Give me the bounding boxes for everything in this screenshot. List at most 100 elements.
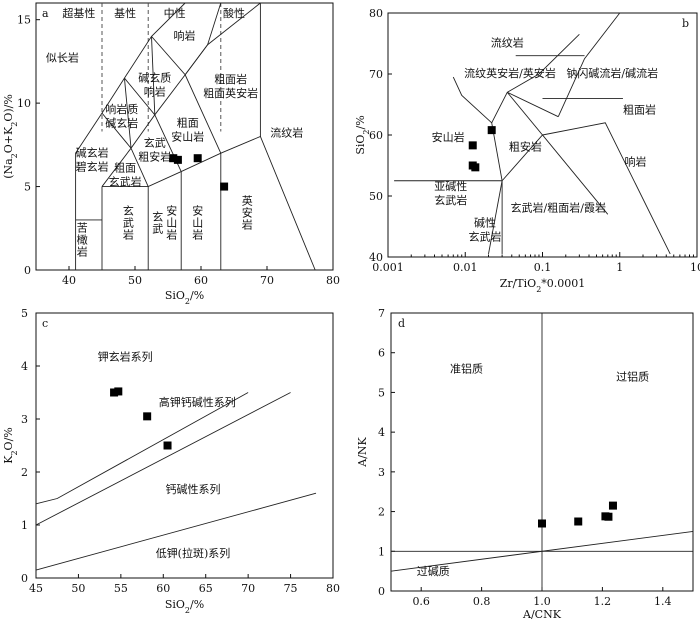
field-label-2: 钠闪碱流岩/碱流岩 bbox=[566, 66, 658, 80]
field-label-7: 玄武粗安岩 bbox=[138, 136, 171, 164]
field-label-3: 低钾(拉斑)系列 bbox=[156, 546, 231, 560]
vertical-field-part-text: 玄武 bbox=[152, 210, 163, 236]
y-tick-label: 0 bbox=[24, 264, 31, 277]
field-label-5: 粗安岩 bbox=[509, 139, 542, 153]
sample-point bbox=[604, 512, 613, 521]
vertical-field-3: 安山岩 bbox=[192, 204, 203, 242]
field-boundary bbox=[102, 135, 316, 271]
field-label-1: 高钾钙碱性系列 bbox=[159, 395, 236, 409]
sample-point bbox=[114, 387, 123, 396]
field-label-1: 响岩 bbox=[174, 29, 196, 43]
x-tick-label: 0.6 bbox=[412, 595, 430, 608]
field-label-0: 钾玄岩系列 bbox=[98, 350, 153, 364]
x-axis-label: SiO2/% bbox=[165, 289, 204, 306]
y-tick-label: 4 bbox=[378, 426, 385, 439]
field-label-9: 玄武岩/粗面岩/霞岩 bbox=[511, 200, 606, 214]
field-boundary bbox=[207, 2, 261, 46]
field-label-4: 安山岩 bbox=[432, 130, 465, 144]
field-label-8: 粗面玄武岩 bbox=[109, 162, 142, 189]
sample-point bbox=[220, 182, 229, 191]
vertical-field-1-text: 玄武岩 bbox=[123, 204, 134, 242]
sample-point bbox=[163, 441, 172, 450]
y-tick-label: 50 bbox=[369, 190, 383, 203]
field-boundary bbox=[123, 78, 132, 149]
x-tick-label: 0.8 bbox=[473, 595, 491, 608]
x-tick-label: 75 bbox=[284, 582, 298, 595]
y-tick-label: 7 bbox=[378, 307, 385, 320]
sample-point bbox=[608, 501, 617, 510]
x-tick-label: 40 bbox=[62, 274, 76, 287]
field-boundary bbox=[491, 34, 580, 124]
series-boundary bbox=[35, 392, 291, 526]
field-label-6: 响岩 bbox=[625, 155, 647, 169]
field-boundary bbox=[101, 2, 222, 187]
field-boundary bbox=[452, 76, 503, 181]
x-axis-label: A/CNK bbox=[522, 608, 562, 619]
x-tick-label: 60 bbox=[194, 274, 208, 287]
vertical-field-4-text: 英安岩 bbox=[242, 194, 253, 232]
field-label-0: 似长岩 bbox=[46, 50, 79, 64]
panel-b-zr-tio2-diagram: 0.0010.010.11104050607080Zr/TiO2*0.0001S… bbox=[354, 7, 700, 294]
y-tick-label: 70 bbox=[369, 68, 383, 81]
y-tick-label: 4 bbox=[21, 360, 28, 373]
y-tick-label: 5 bbox=[21, 307, 28, 320]
field-label-0: 准铝质 bbox=[450, 362, 483, 376]
panel-letter: a bbox=[42, 7, 49, 20]
x-axis-label: Zr/TiO2*0.0001 bbox=[500, 277, 586, 294]
y-axis-label: A/NK bbox=[356, 436, 369, 467]
x-tick-label: 50 bbox=[71, 582, 85, 595]
panel-letter: d bbox=[398, 317, 405, 330]
y-tick-label: 40 bbox=[369, 251, 383, 264]
field-label-0: 流纹岩 bbox=[491, 36, 524, 50]
field-boundary bbox=[488, 180, 503, 255]
x-tick-label: 1 bbox=[616, 261, 623, 274]
sample-point bbox=[169, 154, 178, 163]
y-tick-label: 10 bbox=[17, 97, 31, 110]
vertical-field-part-text: 安山岩 bbox=[166, 204, 177, 242]
x-axis-label: SiO2/% bbox=[165, 598, 204, 615]
field-label-5: 粗面安山岩 bbox=[171, 116, 204, 143]
sample-point bbox=[538, 519, 546, 528]
y-tick-label: 0 bbox=[21, 572, 28, 585]
field-label-8: 碱性玄武岩 bbox=[468, 216, 501, 244]
panel-letter: b bbox=[682, 17, 689, 30]
sample-point bbox=[574, 517, 583, 526]
field-label-1: 过铝质 bbox=[616, 370, 649, 384]
field-label-7: 亚碱性玄武岩 bbox=[434, 179, 467, 207]
field-boundary bbox=[557, 12, 621, 117]
sample-point bbox=[471, 163, 480, 172]
top-label-0: 超基性 bbox=[62, 6, 95, 20]
vertical-field-3-text: 安山岩 bbox=[192, 204, 203, 242]
y-tick-label: 15 bbox=[17, 14, 31, 27]
x-tick-label: 1.0 bbox=[533, 595, 551, 608]
top-label-3: 酸性 bbox=[223, 6, 245, 20]
x-tick-label: 70 bbox=[260, 274, 274, 287]
vertical-field-4: 英安岩 bbox=[242, 194, 253, 232]
x-tick-label: 0.1 bbox=[534, 261, 552, 274]
x-tick-label: 0.01 bbox=[453, 261, 478, 274]
field-label-3: 粗面岩 bbox=[623, 103, 656, 117]
y-tick-label: 60 bbox=[369, 129, 383, 142]
x-tick-label: 65 bbox=[199, 582, 213, 595]
field-boundary bbox=[75, 2, 186, 270]
plot-frame bbox=[35, 312, 334, 579]
field-label-6: 碱玄岩碧玄岩 bbox=[76, 146, 109, 174]
y-axis-label: SiO2/% bbox=[354, 115, 371, 154]
plot-frame bbox=[35, 2, 334, 271]
y-axis-label: (Na2O+K2O)/% bbox=[2, 94, 19, 179]
sample-point bbox=[487, 126, 496, 135]
x-tick-label: 1.4 bbox=[654, 595, 672, 608]
field-boundary bbox=[184, 44, 208, 76]
series-boundary bbox=[35, 492, 317, 571]
field-label-2: 过碱质 bbox=[417, 565, 450, 578]
x-tick-label: 10 bbox=[690, 261, 700, 274]
vertical-field-1: 玄武岩 bbox=[123, 204, 134, 242]
field-label-4: 响岩质碱玄岩 bbox=[105, 102, 138, 130]
peralkaline-line bbox=[390, 530, 694, 572]
x-tick-label: 80 bbox=[326, 274, 340, 287]
sample-point bbox=[143, 412, 152, 421]
y-tick-label: 2 bbox=[378, 506, 385, 519]
field-label-3: 粗面岩粗面英安岩 bbox=[203, 72, 258, 100]
